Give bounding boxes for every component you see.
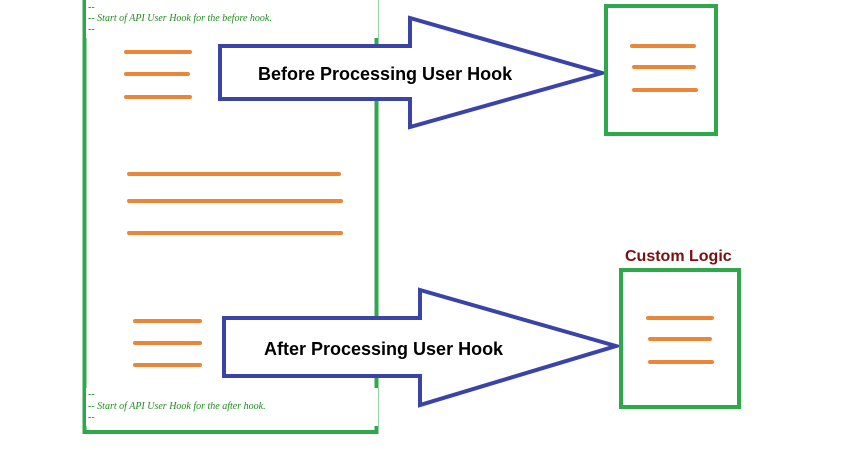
before-hook-target-box — [604, 4, 718, 136]
before-hook-arrow: Before Processing User Hook — [218, 15, 610, 130]
after-hook-comment-line-2: -- Start of API User Hook for the after … — [88, 401, 266, 412]
after-hook-comment-line-1: -- — [88, 389, 95, 400]
custom-logic-border — [619, 268, 741, 409]
code-lines-bottom — [133, 319, 202, 367]
main-program-border — [82, 0, 379, 434]
after-arrow-shape — [222, 287, 624, 408]
bottom-comment-area — [86, 388, 378, 426]
after-hook-comment-line-3: -- — [88, 412, 95, 423]
custom-logic-box: Custom Logic — [619, 248, 741, 409]
code-lines-top — [124, 50, 192, 99]
before-target-border — [604, 4, 718, 136]
code-lines-middle — [127, 172, 343, 235]
after-arrow-label: After Processing User Hook — [264, 339, 504, 359]
top-comment-area — [86, 0, 378, 38]
main-program-block: -- -- Start of API User Hook for the bef… — [82, 0, 379, 434]
custom-logic-title: Custom Logic — [625, 248, 732, 265]
after-hook-arrow: After Processing User Hook — [222, 287, 624, 408]
before-hook-comment-line-1: -- — [88, 2, 95, 13]
before-arrow-label: Before Processing User Hook — [258, 64, 513, 84]
before-arrow-shape — [218, 15, 610, 130]
before-hook-comment-line-2: -- Start of API User Hook for the before… — [88, 13, 272, 24]
before-hook-comment-line-3: -- — [88, 24, 95, 35]
